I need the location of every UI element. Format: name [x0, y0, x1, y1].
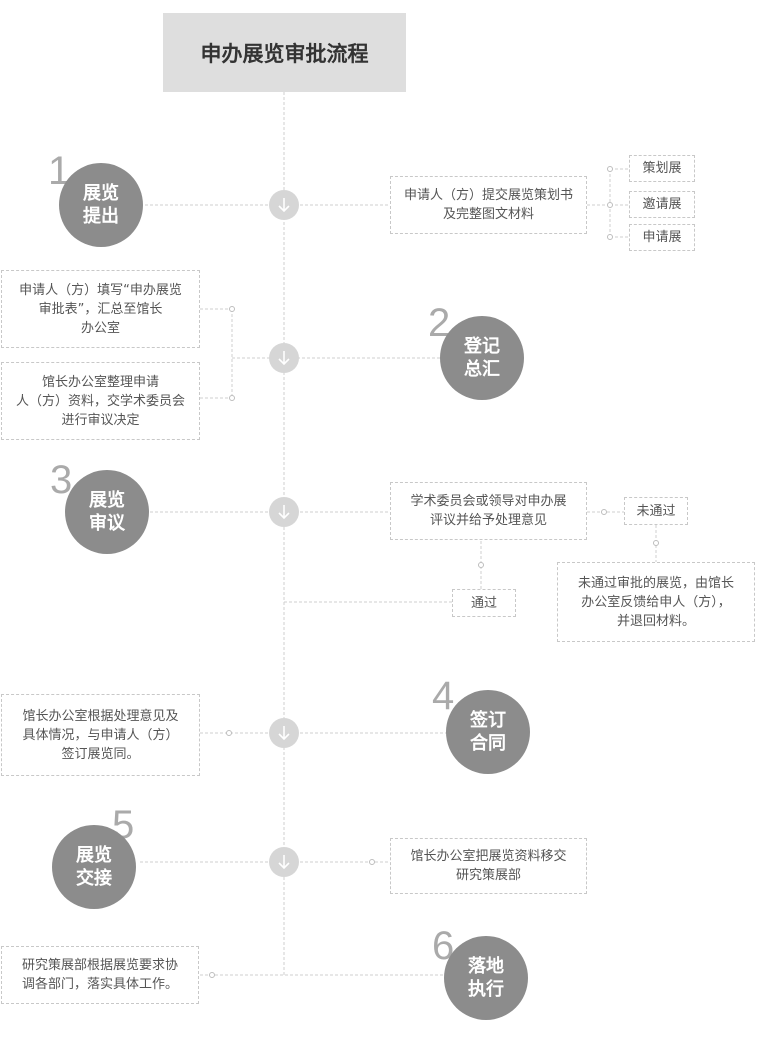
organize-line3: 进行审议决定 — [61, 412, 140, 428]
step-4-number: 4 — [432, 674, 455, 718]
submit-line1: 申请人（方）提交展览策划书 — [403, 188, 573, 203]
step-2-label-line2: 总汇 — [464, 359, 500, 380]
passed-box: 通过 — [452, 589, 516, 617]
contract-line1: 馆长办公室根据处理意见及 — [22, 708, 179, 724]
step-1-circle: 展览 提出 — [59, 163, 143, 247]
organize-line1: 馆长办公室整理申请 — [41, 374, 159, 390]
return-line1: 未通过审批的展览，由馆长 — [577, 575, 734, 591]
execute-line1: 研究策展部根据展览要求协 — [21, 958, 178, 973]
committee-review-box: 学术委员会或领导对申办展评议并给予处理意见 — [390, 482, 587, 540]
fill-form-box: 申请人（方）填写“申办展览审批表”，汇总至馆长办公室 — [1, 270, 200, 348]
step-1-label-line1: 展览 — [83, 183, 119, 204]
step-5-label-line1: 展览 — [76, 845, 112, 866]
step-1-label-line2: 提出 — [83, 206, 119, 227]
step-6-label-line2: 执行 — [468, 979, 504, 1000]
organize-line2: 人（方）资料，交学术委员会 — [15, 393, 185, 409]
contract-line2: 具体情况，与申请人（方） — [22, 727, 179, 743]
step-4-circle: 签订 合同 — [446, 690, 530, 774]
step-4-label-line2: 合同 — [470, 733, 506, 754]
step-2-label-line1: 登记 — [464, 336, 500, 357]
down-arrow-icon — [269, 718, 299, 748]
step-5-circle: 展览 交接 — [52, 825, 136, 909]
step-2-number: 2 — [428, 301, 451, 345]
step-6-label-line1: 落地 — [468, 956, 504, 977]
down-arrow-icon — [269, 497, 299, 527]
type-invited-exhibition: 邀请展 — [629, 191, 695, 218]
sign-contract-box: 馆长办公室根据处理意见及具体情况，与申请人（方） 签订展览同。 — [1, 694, 200, 776]
down-arrow-icon — [269, 343, 299, 373]
type-planned-exhibition: 策划展 — [629, 155, 695, 182]
return-line3: 并退回材料。 — [616, 613, 695, 629]
step-1-number: 1 — [48, 149, 71, 193]
rejection-return-box: 未通过审批的展览，由馆长办公室反馈给申人（方）， 并退回材料。 — [557, 562, 755, 642]
step-3-label-line1: 展览 — [89, 490, 125, 511]
step-4-label-line1: 签订 — [470, 710, 506, 731]
chart-title: 申办展览审批流程 — [163, 13, 406, 92]
step-6-circle: 落地 执行 — [444, 936, 528, 1020]
handover-line1: 馆长办公室把展览资料移交 — [410, 849, 567, 864]
step-2-circle: 登记 总汇 — [440, 316, 524, 400]
review-line1: 学术委员会或领导对申办展 — [410, 494, 567, 509]
contract-line3: 签订展览同。 — [61, 746, 140, 762]
step-3-label-line2: 审议 — [89, 513, 125, 534]
execution-box: 研究策展部根据展览要求协调各部门，落实具体工作。 — [1, 946, 199, 1004]
submit-materials-box: 申请人（方）提交展览策划书及完整图文材料 — [390, 176, 587, 234]
step-3-number: 3 — [50, 458, 73, 502]
fill-form-line2: 审批表”，汇总至馆长 — [38, 301, 163, 317]
organize-materials-box: 馆长办公室整理申请人（方）资料，交学术委员会进行审议决定 — [1, 362, 200, 440]
handover-box: 馆长办公室把展览资料移交研究策展部 — [390, 838, 587, 894]
review-line2: 评议并给予处理意见 — [429, 513, 547, 528]
fill-form-line1: 申请人（方）填写“申办展览 — [19, 282, 182, 298]
down-arrow-icon — [269, 190, 299, 220]
submit-line2: 及完整图文材料 — [442, 207, 534, 222]
not-passed-box: 未通过 — [624, 497, 688, 525]
handover-line2: 研究策展部 — [455, 868, 521, 883]
step-5-label-line2: 交接 — [76, 868, 112, 889]
execute-line2: 调各部门，落实具体工作。 — [21, 977, 178, 992]
down-arrow-icon — [269, 847, 299, 877]
step-3-circle: 展览 审议 — [65, 470, 149, 554]
type-applied-exhibition: 申请展 — [629, 224, 695, 251]
fill-form-line3: 办公室 — [80, 320, 120, 336]
return-line2: 办公室反馈给申人（方）， — [581, 594, 731, 610]
